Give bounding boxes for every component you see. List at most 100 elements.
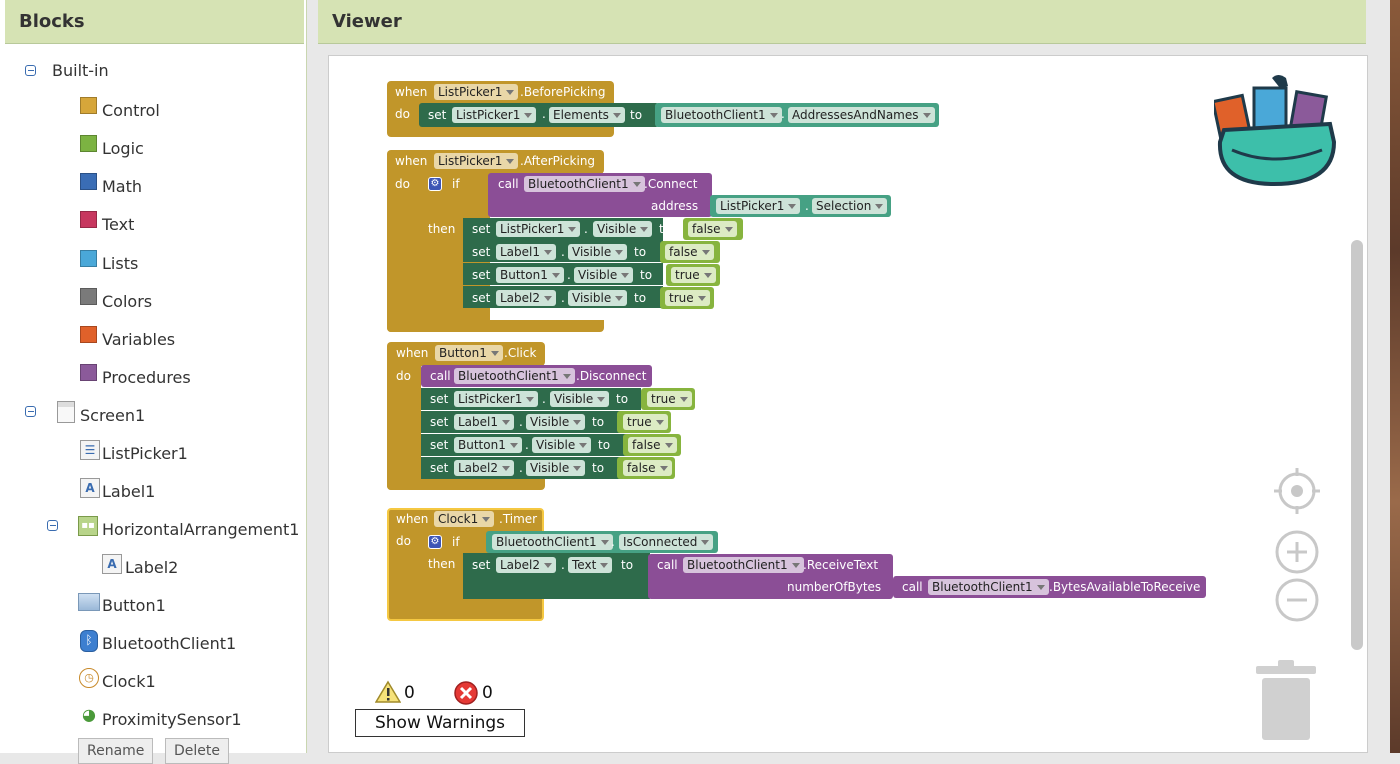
- component-dropdown[interactable]: BluetoothClient1: [928, 579, 1049, 595]
- property-dropdown[interactable]: Selection: [812, 198, 888, 214]
- mutator-gear-icon[interactable]: ⚙: [428, 535, 442, 549]
- property-dropdown[interactable]: Visible: [568, 290, 628, 306]
- component-dropdown[interactable]: ListPicker1: [454, 391, 539, 407]
- property-dropdown[interactable]: Visible: [532, 437, 592, 453]
- component-dropdown[interactable]: Label1: [454, 414, 515, 430]
- component-dropdown[interactable]: Button1: [435, 345, 503, 361]
- property-dropdown[interactable]: Elements: [549, 107, 625, 123]
- component-dropdown[interactable]: Label2: [496, 290, 557, 306]
- property-dropdown[interactable]: IsConnected: [619, 534, 714, 550]
- collapse-builtin-icon[interactable]: [25, 65, 36, 76]
- set-keyword: set: [430, 461, 449, 475]
- property-dropdown[interactable]: Visible: [593, 221, 653, 237]
- numberofbytes-argument-label: numberOfBytes: [787, 580, 882, 594]
- component-dropdown[interactable]: BluetoothClient1: [661, 107, 782, 123]
- tree-clock1[interactable]: Clock1: [102, 672, 156, 691]
- component-dropdown[interactable]: Button1: [454, 437, 522, 453]
- method-name: .ReceiveText: [803, 558, 879, 572]
- component-dropdown[interactable]: ListPicker1: [434, 84, 519, 100]
- property-dropdown[interactable]: AddressesAndNames: [788, 107, 935, 123]
- tree-screen1-label[interactable]: Screen1: [80, 406, 146, 425]
- component-dropdown[interactable]: Label2: [496, 557, 557, 573]
- component-dropdown[interactable]: BluetoothClient1: [492, 534, 613, 550]
- property-dropdown[interactable]: Visible: [574, 267, 634, 283]
- backpack-icon[interactable]: [1211, 72, 1340, 188]
- component-dropdown[interactable]: Clock1: [434, 511, 495, 527]
- component-dropdown[interactable]: BluetoothClient1: [524, 176, 645, 192]
- property-dropdown[interactable]: Visible: [526, 414, 586, 430]
- errors-count: 0: [482, 683, 493, 703]
- warning-triangle-icon: [374, 680, 402, 704]
- math-color-icon: [80, 173, 97, 190]
- trash-can-icon[interactable]: [1254, 660, 1318, 740]
- property-dropdown[interactable]: Visible: [550, 391, 610, 407]
- component-dropdown[interactable]: ListPicker1: [716, 198, 801, 214]
- setter-row[interactable]: [463, 553, 650, 599]
- label-icon: A: [80, 478, 100, 498]
- dot-separator: .: [519, 415, 523, 429]
- property-dropdown[interactable]: Text: [568, 557, 613, 573]
- if-keyword: if: [452, 535, 460, 549]
- event-name: .BeforePicking: [520, 85, 606, 99]
- tree-label1[interactable]: Label1: [102, 482, 156, 501]
- property-dropdown[interactable]: Visible: [526, 460, 586, 476]
- tree-button1[interactable]: Button1: [102, 596, 166, 615]
- proximity-sensor-icon: ◕: [82, 705, 96, 724]
- procedures-color-icon: [80, 364, 97, 381]
- tree-label2[interactable]: Label2: [125, 558, 179, 577]
- boolean-dropdown[interactable]: false: [665, 244, 714, 260]
- boolean-dropdown[interactable]: false: [628, 437, 677, 453]
- do-keyword: do: [395, 107, 410, 121]
- event-name: .Click: [504, 346, 537, 360]
- set-keyword: set: [430, 415, 449, 429]
- boolean-dropdown[interactable]: true: [647, 391, 692, 407]
- recenter-target-icon[interactable]: [1274, 468, 1320, 514]
- show-warnings-button[interactable]: Show Warnings: [355, 709, 525, 737]
- clock-icon: ◷: [79, 668, 99, 688]
- do-keyword: do: [395, 177, 410, 191]
- horizontal-arrangement-icon: ▪▪: [78, 516, 98, 536]
- to-keyword: to: [616, 392, 629, 406]
- component-dropdown[interactable]: Label2: [454, 460, 515, 476]
- collapse-harr-icon[interactable]: [47, 520, 58, 531]
- dot-separator: .: [567, 268, 571, 282]
- workspace-scrollbar[interactable]: [1351, 240, 1363, 650]
- text-color-icon: [80, 211, 97, 228]
- dot-separator: .: [805, 199, 809, 213]
- boolean-dropdown[interactable]: false: [623, 460, 672, 476]
- component-dropdown[interactable]: Button1: [496, 267, 564, 283]
- property-dropdown[interactable]: Visible: [568, 244, 628, 260]
- rename-button[interactable]: Rename: [78, 738, 154, 764]
- boolean-dropdown[interactable]: true: [623, 414, 668, 430]
- component-dropdown[interactable]: Label1: [496, 244, 557, 260]
- tree-listpicker1[interactable]: ListPicker1: [102, 444, 188, 463]
- colors-color-icon: [80, 288, 97, 305]
- set-keyword: set: [472, 268, 491, 282]
- component-dropdown[interactable]: ListPicker1: [452, 107, 537, 123]
- tree-horizontal-arrangement1[interactable]: HorizontalArrangement1: [102, 520, 300, 539]
- zoom-out-icon[interactable]: [1274, 577, 1320, 623]
- collapse-screen1-icon[interactable]: [25, 406, 36, 417]
- component-dropdown[interactable]: BluetoothClient1: [454, 368, 575, 384]
- to-keyword: to: [630, 108, 643, 122]
- window-edge-background: [1390, 0, 1400, 753]
- address-argument-label: address: [651, 199, 699, 213]
- tree-bluetoothclient1[interactable]: BluetoothClient1: [102, 634, 237, 653]
- label-icon: A: [102, 554, 122, 574]
- set-keyword: set: [430, 392, 449, 406]
- component-dropdown[interactable]: ListPicker1: [434, 153, 519, 169]
- mutator-gear-icon[interactable]: ⚙: [428, 177, 442, 191]
- set-keyword: set: [472, 245, 491, 259]
- zoom-in-icon[interactable]: [1274, 529, 1320, 575]
- boolean-dropdown[interactable]: true: [665, 290, 710, 306]
- boolean-dropdown[interactable]: false: [688, 221, 737, 237]
- boolean-dropdown[interactable]: true: [671, 267, 716, 283]
- component-dropdown[interactable]: ListPicker1: [496, 221, 581, 237]
- tree-builtin-label[interactable]: Built-in: [52, 61, 109, 80]
- viewer-panel: Viewer: [318, 0, 1366, 753]
- delete-button[interactable]: Delete: [165, 738, 229, 764]
- builtin-item-label: Math: [102, 177, 143, 196]
- tree-proximitysensor1[interactable]: ProximitySensor1: [102, 710, 242, 729]
- method-name: .BytesAvailableToReceive: [1049, 580, 1201, 594]
- component-dropdown[interactable]: BluetoothClient1: [683, 557, 804, 573]
